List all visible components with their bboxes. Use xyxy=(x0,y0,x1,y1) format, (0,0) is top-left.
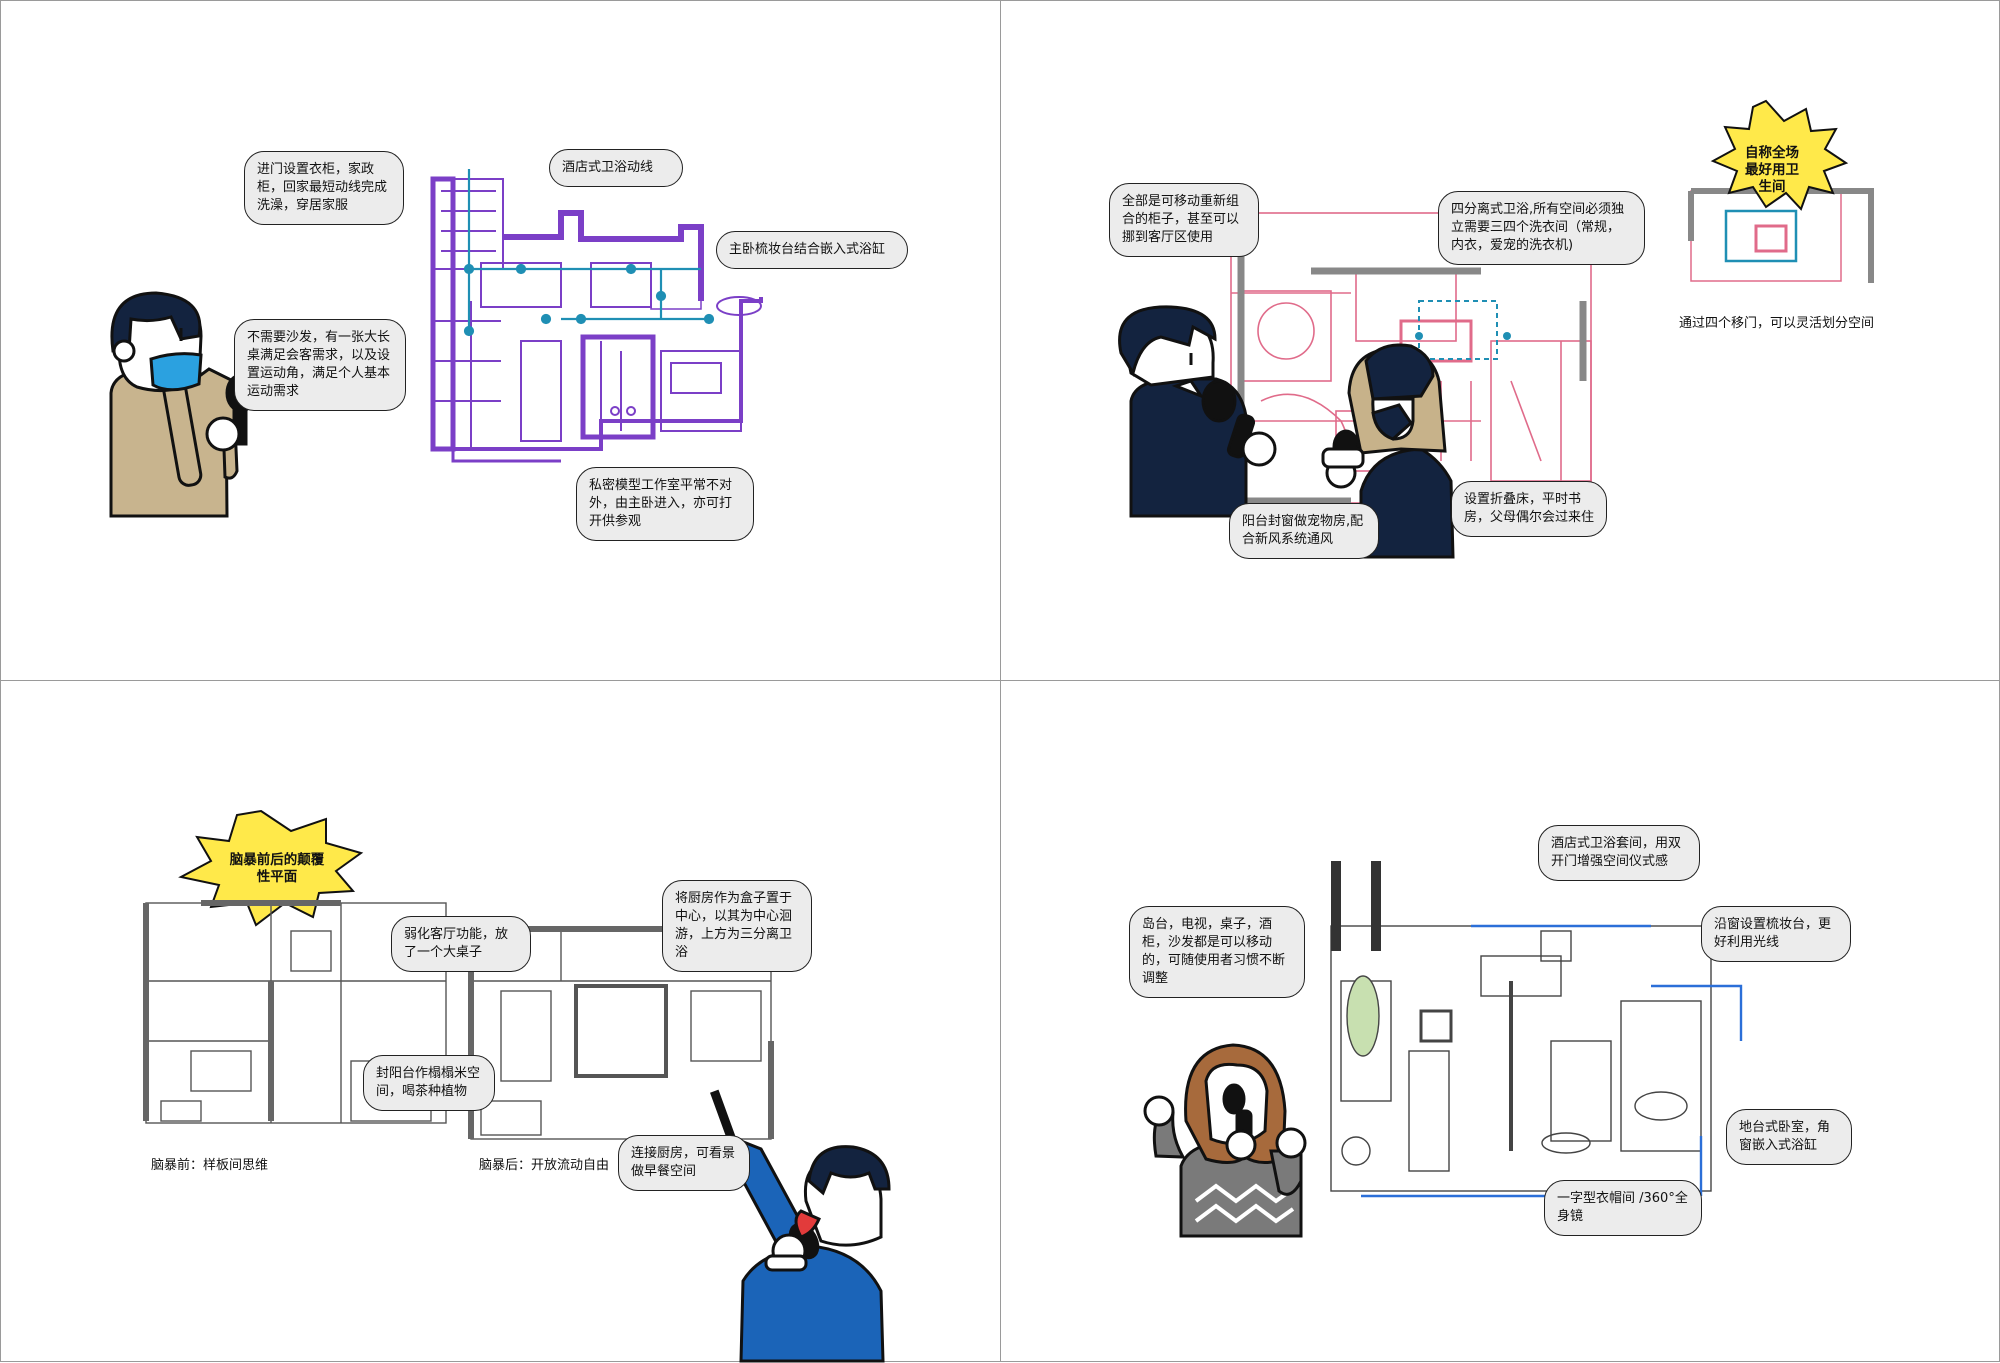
person-blonde-with-mic xyxy=(1321,343,1455,559)
bubble-no-sofa: 不需要沙发，有一张大长桌满足会客需求，以及设置运动角，满足个人基本运动需求 xyxy=(234,319,406,411)
plan-before-walls xyxy=(143,900,341,1121)
bubble-folding-bed: 设置折叠床，平时书房，父母偶尔会过来住 xyxy=(1451,481,1607,537)
bubble-movable-cabinets: 全部是可移动重新组合的柜子，甚至可以挪到客厅区使用 xyxy=(1109,183,1259,257)
person-brown-hair-with-mic xyxy=(1143,1043,1307,1238)
bubble-dresser-bathtub: 主卧梳妆台结合嵌入式浴缸 xyxy=(716,231,908,269)
panel1-drawing xyxy=(109,169,763,518)
burst-best-bathroom: 自称全场最好用卫生间 xyxy=(1745,145,1799,195)
panel-bottom-right: 岛台，电视，桌子，酒柜，沙发都是可以移动的，可随使用者习惯不断调整 酒店式卫浴套… xyxy=(1000,680,2000,1362)
caption-four-sliding-doors: 通过四个移门，可以灵活划分空间 xyxy=(1679,316,1875,331)
bubble-entry-storage: 进门设置衣柜，家政柜，回家最短动线完成洗澡，穿居家服 xyxy=(244,151,404,225)
panel-bottom-left: 脑暴前后的颠覆性平面 弱化客厅功能，放了一个大桌子 将厨房作为盒子置于中心，以其… xyxy=(0,680,1001,1363)
caption-after: 脑暴后：开放流动自由 xyxy=(479,1158,610,1173)
panel-top-right: 全部是可移动重新组合的柜子，甚至可以挪到客厅区使用 四分离式卫浴,所有空间必须独… xyxy=(1000,0,2000,681)
person-suit-with-mic xyxy=(1118,305,1277,518)
bubble-model-studio: 私密模型工作室平常不对外，由主卧进入，亦可打开供参观 xyxy=(576,467,754,541)
bubble-hotel-suite: 酒店式卫浴套间，用双开门增强空间仪式感 xyxy=(1538,825,1700,881)
burst-shape xyxy=(1710,99,1849,211)
burst-disruptive-plan: 脑暴前后的颠覆性平面 xyxy=(229,852,325,885)
bubble-hotel-bath: 酒店式卫浴动线 xyxy=(549,149,683,187)
floor-plan-sketch xyxy=(1330,925,1712,1192)
thumbnail-walls xyxy=(1688,188,1874,283)
bubble-raised-bedroom: 地台式卧室，角窗嵌入式浴缸 xyxy=(1726,1109,1852,1165)
bubble-island-movable: 岛台，电视，桌子，酒柜，沙发都是可以移动的，可随使用者习惯不断调整 xyxy=(1129,906,1305,998)
caption-before: 脑暴前：样板间思维 xyxy=(151,1158,269,1173)
panel3-drawing xyxy=(143,809,891,1363)
floor-plan-walls xyxy=(1331,861,1381,951)
panel-top-left: 进门设置衣柜，家政柜，回家最短动线完成洗澡，穿居家服 酒店式卫浴动线 主卧梳妆台… xyxy=(0,0,1001,681)
bubble-four-part-bath: 四分离式卫浴,所有空间必须独立需要三四个洗衣间（常规，内衣，爱宠的洗衣机) xyxy=(1438,191,1645,265)
bubble-window-dresser: 沿窗设置梳妆台，更好利用光线 xyxy=(1701,906,1851,962)
person-khaki-with-mic xyxy=(109,291,257,518)
bubble-connect-kitchen: 连接厨房，可看景做早餐空间 xyxy=(618,1135,750,1191)
bubble-kitchen-box: 将厨房作为盒子置于中心，以其为中心洄游，上方为三分离卫浴 xyxy=(662,880,812,972)
bubble-balcony-pet-room: 阳台封窗做宠物房,配合新风系统通风 xyxy=(1229,503,1379,559)
bubble-tatami-balcony: 封阳台作榻榻米空间，喝茶种植物 xyxy=(363,1055,495,1111)
panel2-drawing xyxy=(1118,99,1874,559)
circulation-route xyxy=(1418,300,1498,360)
panel4-drawing xyxy=(1143,861,1743,1238)
circulation-route xyxy=(463,169,715,337)
bubble-closet-mirror: 一字型衣帽间 /360°全身镜 xyxy=(1544,1180,1702,1236)
person-pointing-with-mic xyxy=(710,1089,891,1363)
bubble-weaken-living: 弱化客厅功能，放了一个大桌子 xyxy=(391,916,531,972)
